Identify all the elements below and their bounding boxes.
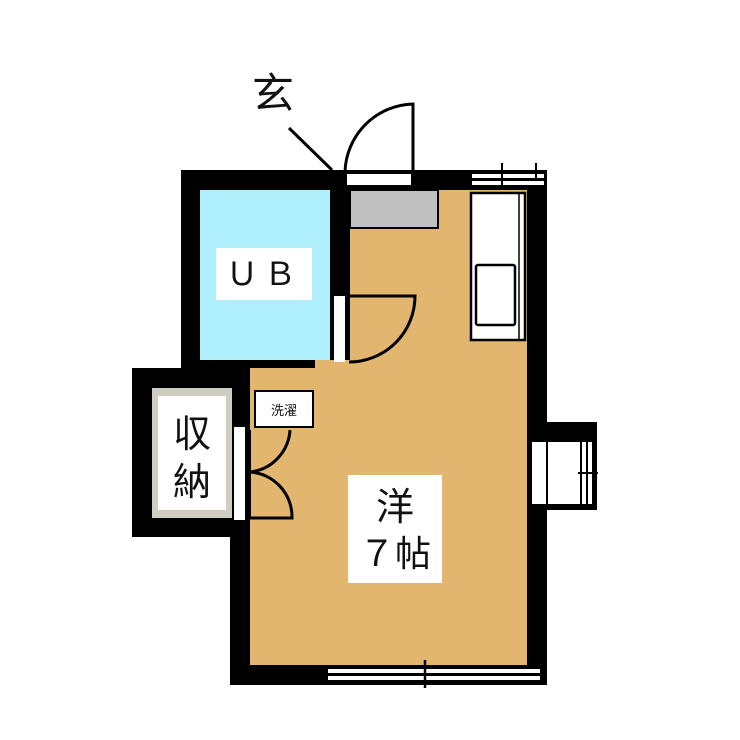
room-label-bg bbox=[348, 475, 442, 583]
front-door-opening bbox=[347, 174, 411, 185]
laundry-space bbox=[254, 390, 314, 428]
front-door-swing bbox=[343, 102, 415, 173]
storage-label-1: 収 bbox=[173, 412, 211, 456]
closet-door-opening bbox=[234, 427, 245, 520]
closet-door-swing-top bbox=[249, 429, 292, 474]
sink-icon bbox=[474, 263, 517, 327]
bottom-window bbox=[328, 660, 540, 688]
unit-bath-label-bg bbox=[216, 248, 312, 300]
closet-door-swing-bottom bbox=[249, 470, 294, 520]
unit-bath-label: ＵＢ bbox=[226, 255, 302, 293]
room-size-label: ７帖 bbox=[359, 534, 431, 575]
kitchen-counter bbox=[469, 191, 527, 342]
room-type-label: 洋 bbox=[376, 485, 414, 529]
bath-door-opening bbox=[334, 296, 345, 362]
entrance-label: 玄 bbox=[252, 69, 294, 118]
storage-label-2: 納 bbox=[173, 460, 211, 504]
top-window bbox=[472, 163, 544, 190]
entrance-pointer-line bbox=[287, 126, 334, 172]
bath-door-swing bbox=[348, 294, 417, 364]
right-window bbox=[532, 442, 598, 504]
laundry-label: 洗濯 bbox=[271, 404, 297, 419]
entrance-floor bbox=[349, 189, 439, 229]
